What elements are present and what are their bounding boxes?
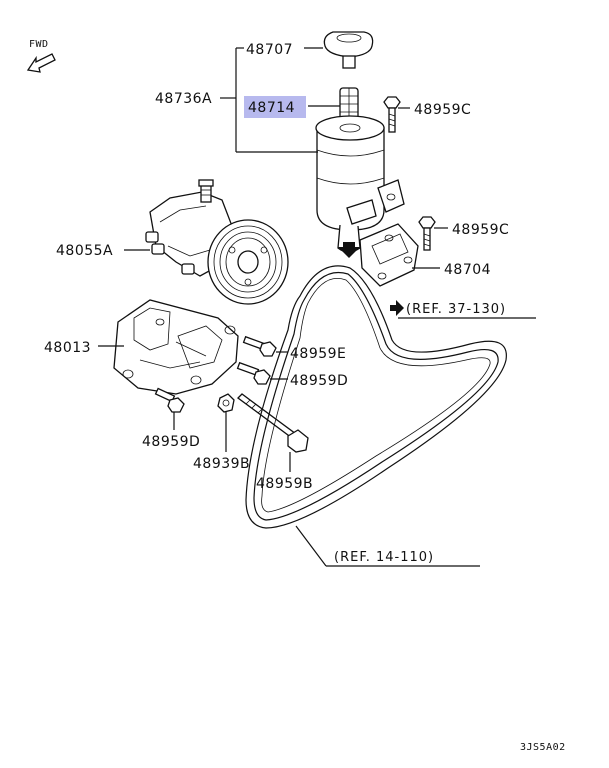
reservoir-bracket[interactable] — [359, 223, 419, 287]
part-highlight-box — [244, 96, 306, 118]
label-48959b[interactable]: 48959B — [256, 476, 313, 492]
bolt-48959b[interactable] — [237, 393, 309, 453]
reservoir-body[interactable] — [315, 115, 405, 253]
label-48959c-upper[interactable]: 48959C — [414, 102, 471, 118]
reference-labels: (REF. 37-130) (REF. 14-110) — [334, 302, 506, 565]
ref-arrow-icon — [390, 300, 404, 316]
label-48959d-left[interactable]: 48959D — [142, 434, 200, 450]
nut-48939b[interactable] — [217, 393, 235, 413]
bolt-48959c-lower[interactable] — [418, 216, 436, 251]
label-48959c-lower[interactable]: 48959C — [452, 222, 509, 238]
bolt-48959d-right[interactable] — [236, 361, 271, 385]
drive-belt[interactable] — [245, 265, 507, 529]
label-48013[interactable]: 48013 — [44, 340, 91, 356]
fwd-label: FWD — [29, 39, 49, 50]
label-48736a[interactable]: 48736A — [155, 91, 212, 107]
leader-lines — [98, 47, 536, 567]
label-48707[interactable]: 48707 — [246, 42, 293, 58]
drawing-code: 3JS5A02 — [520, 742, 566, 753]
assembly-arrow-icon — [338, 242, 360, 258]
forward-direction-indicator: FWD — [26, 39, 56, 73]
bolt-48959e[interactable] — [242, 335, 277, 357]
bolt-48959d-left[interactable] — [154, 387, 185, 413]
label-48704[interactable]: 48704 — [444, 262, 491, 278]
part-labels: 48707 48736A 48714 48959C 48959C 48055A … — [44, 42, 509, 492]
label-48959e[interactable]: 48959E — [290, 346, 346, 362]
ref-14-110-link[interactable]: (REF. 14-110) — [334, 550, 434, 565]
label-48055a[interactable]: 48055A — [56, 243, 113, 259]
power-steering-pump[interactable] — [145, 179, 289, 305]
reservoir-assembly — [315, 31, 405, 258]
bolt-48959c-upper[interactable] — [383, 96, 401, 133]
label-48714[interactable]: 48714 — [248, 100, 295, 116]
forward-arrow-icon — [26, 53, 56, 73]
label-48939b[interactable]: 48939B — [193, 456, 250, 472]
reservoir-cap[interactable] — [323, 31, 374, 69]
ref-37-130-link[interactable]: (REF. 37-130) — [406, 302, 506, 317]
label-48959d-right[interactable]: 48959D — [290, 373, 348, 389]
pump-bracket[interactable] — [113, 299, 239, 395]
